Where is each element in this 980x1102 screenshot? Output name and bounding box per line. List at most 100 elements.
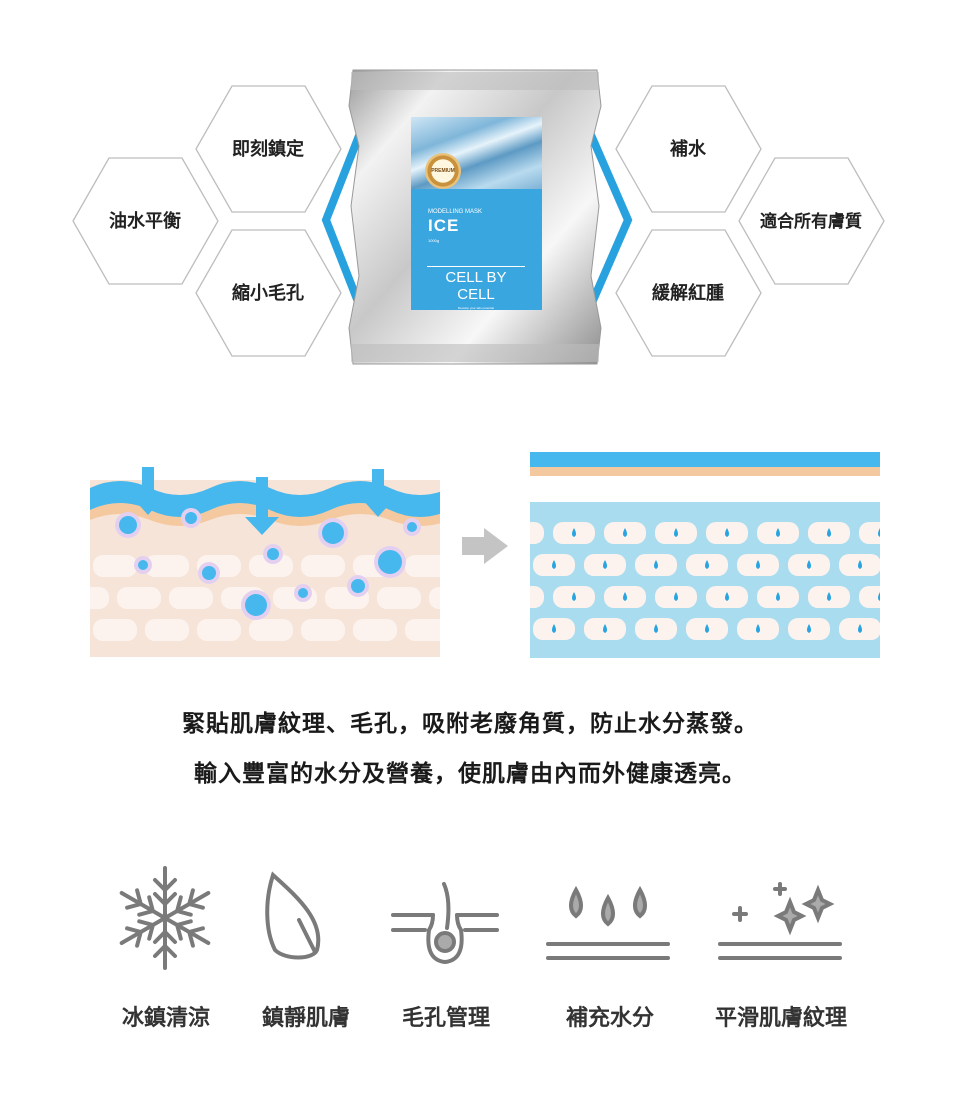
feature-label: 補充水分: [565, 1005, 655, 1031]
water-drop: [572, 528, 576, 537]
water-drop: [776, 592, 780, 601]
water-bubble: [119, 516, 137, 534]
water-drop: [552, 560, 556, 569]
skin-cell: [301, 555, 345, 577]
water-drop: [776, 528, 780, 537]
brand-name: CELL BY CELL: [445, 269, 507, 303]
leaf-icon: [265, 871, 321, 960]
water-drop: [725, 528, 729, 537]
sparkle-icon: [718, 882, 842, 960]
water-drop: [827, 528, 831, 537]
skin-cell: [249, 555, 293, 577]
feature-icons: [114, 866, 842, 970]
water-drop: [572, 592, 576, 601]
skin-after-diagram: [530, 452, 880, 658]
product-weight: 1000g: [428, 238, 440, 243]
water-bubble: [138, 560, 148, 570]
product-subtitle: MODELLING MASK: [428, 209, 483, 215]
hexagon: [615, 85, 762, 213]
skin-cell: [145, 555, 189, 577]
skin-cell: [93, 619, 137, 641]
water-drop: [552, 624, 556, 633]
skin-cell: [377, 587, 421, 609]
water-drop: [654, 624, 658, 633]
skin-cell: [429, 587, 440, 609]
water-drop: [623, 528, 627, 537]
skin-cell: [405, 619, 440, 641]
skin-cell: [859, 586, 880, 608]
product-name: ICE: [428, 216, 460, 235]
skin-cell: [859, 522, 880, 544]
pore-icon: [391, 882, 499, 965]
skin-cell: [90, 587, 109, 609]
water-drop: [603, 624, 607, 633]
water-drop: [807, 624, 811, 633]
water-drop: [807, 560, 811, 569]
feature-label: 鎮靜肌膚: [261, 1005, 351, 1031]
description-line: 輸入豐富的水分及營養，使肌膚由內而外健康透亮。: [194, 761, 746, 787]
water-drop: [858, 624, 862, 633]
water-bubble: [245, 594, 267, 616]
water-bubble: [202, 566, 216, 580]
penetration-arrows: [132, 467, 394, 535]
water-drop: [674, 528, 678, 537]
water-drop: [654, 560, 658, 569]
benefit-label: 油水平衡: [109, 210, 181, 232]
feature-label: 冰鎮清涼: [121, 1005, 211, 1031]
skin-cell: [353, 619, 397, 641]
water-drop: [705, 624, 709, 633]
left-chevron: [321, 126, 366, 314]
benefit-label: 補水: [669, 138, 707, 160]
snowflake-icon: [114, 866, 216, 970]
water-drop: [756, 560, 760, 569]
product-label: PREMIUM MODELLING MASK ICE 1000g CELL BY…: [411, 117, 542, 310]
water-drop: [878, 528, 880, 537]
water-drop: [603, 560, 607, 569]
water-bubble: [322, 522, 344, 544]
skin-cell: [117, 587, 161, 609]
water-drop: [858, 560, 862, 569]
water-drop: [725, 592, 729, 601]
hexagon: [738, 157, 885, 285]
water-drops-icon: [546, 885, 670, 960]
water-bubble: [378, 550, 402, 574]
water-bubble: [298, 588, 308, 598]
feature-label: 毛孔管理: [401, 1005, 491, 1031]
skin-cell: [405, 555, 440, 577]
skin-cell: [197, 619, 241, 641]
water-drop: [827, 592, 831, 601]
brand-tagline: Develop your skin potential: [457, 306, 495, 310]
water-bubble: [407, 522, 417, 532]
water-bubble: [351, 579, 365, 593]
benefit-label: 即刻鎮定: [232, 138, 304, 160]
description-line: 緊貼肌膚紋理、毛孔，吸附老廢角質，防止水分蒸發。: [182, 711, 758, 737]
skin-cell: [530, 522, 544, 544]
water-drop: [674, 592, 678, 601]
benefit-label: 適合所有膚質: [760, 211, 862, 232]
water-drop: [623, 592, 627, 601]
hexagon: [72, 157, 219, 285]
hexagon: [195, 229, 342, 357]
premium-badge: PREMIUM: [425, 153, 461, 189]
benefit-label: 緩解紅腫: [652, 282, 724, 304]
water-drop: [705, 560, 709, 569]
benefit-label: 縮小毛孔: [232, 282, 304, 304]
skin-cell: [169, 587, 213, 609]
skin-cell: [301, 619, 345, 641]
hexagon: [615, 229, 762, 357]
arrow-right-icon: [462, 528, 508, 564]
benefit-hexagons: 即刻鎮定 油水平衡 縮小毛孔 補水 適合所有膚質 緩解紅腫: [72, 85, 885, 357]
skin-cell: [145, 619, 189, 641]
hexagon: [195, 85, 342, 213]
water-drop: [756, 624, 760, 633]
water-bubble: [185, 512, 197, 524]
skin-cell: [530, 586, 544, 608]
brand-logo: CELL BY CELL Develop your skin potential: [427, 266, 525, 310]
water-bubble: [267, 548, 279, 560]
skin-cell: [93, 555, 137, 577]
right-chevron: [584, 126, 633, 314]
feature-label: 平滑肌膚紋理: [714, 1005, 848, 1031]
water-drop: [878, 592, 880, 601]
skin-cell: [249, 619, 293, 641]
skin-before-diagram: [90, 467, 440, 657]
